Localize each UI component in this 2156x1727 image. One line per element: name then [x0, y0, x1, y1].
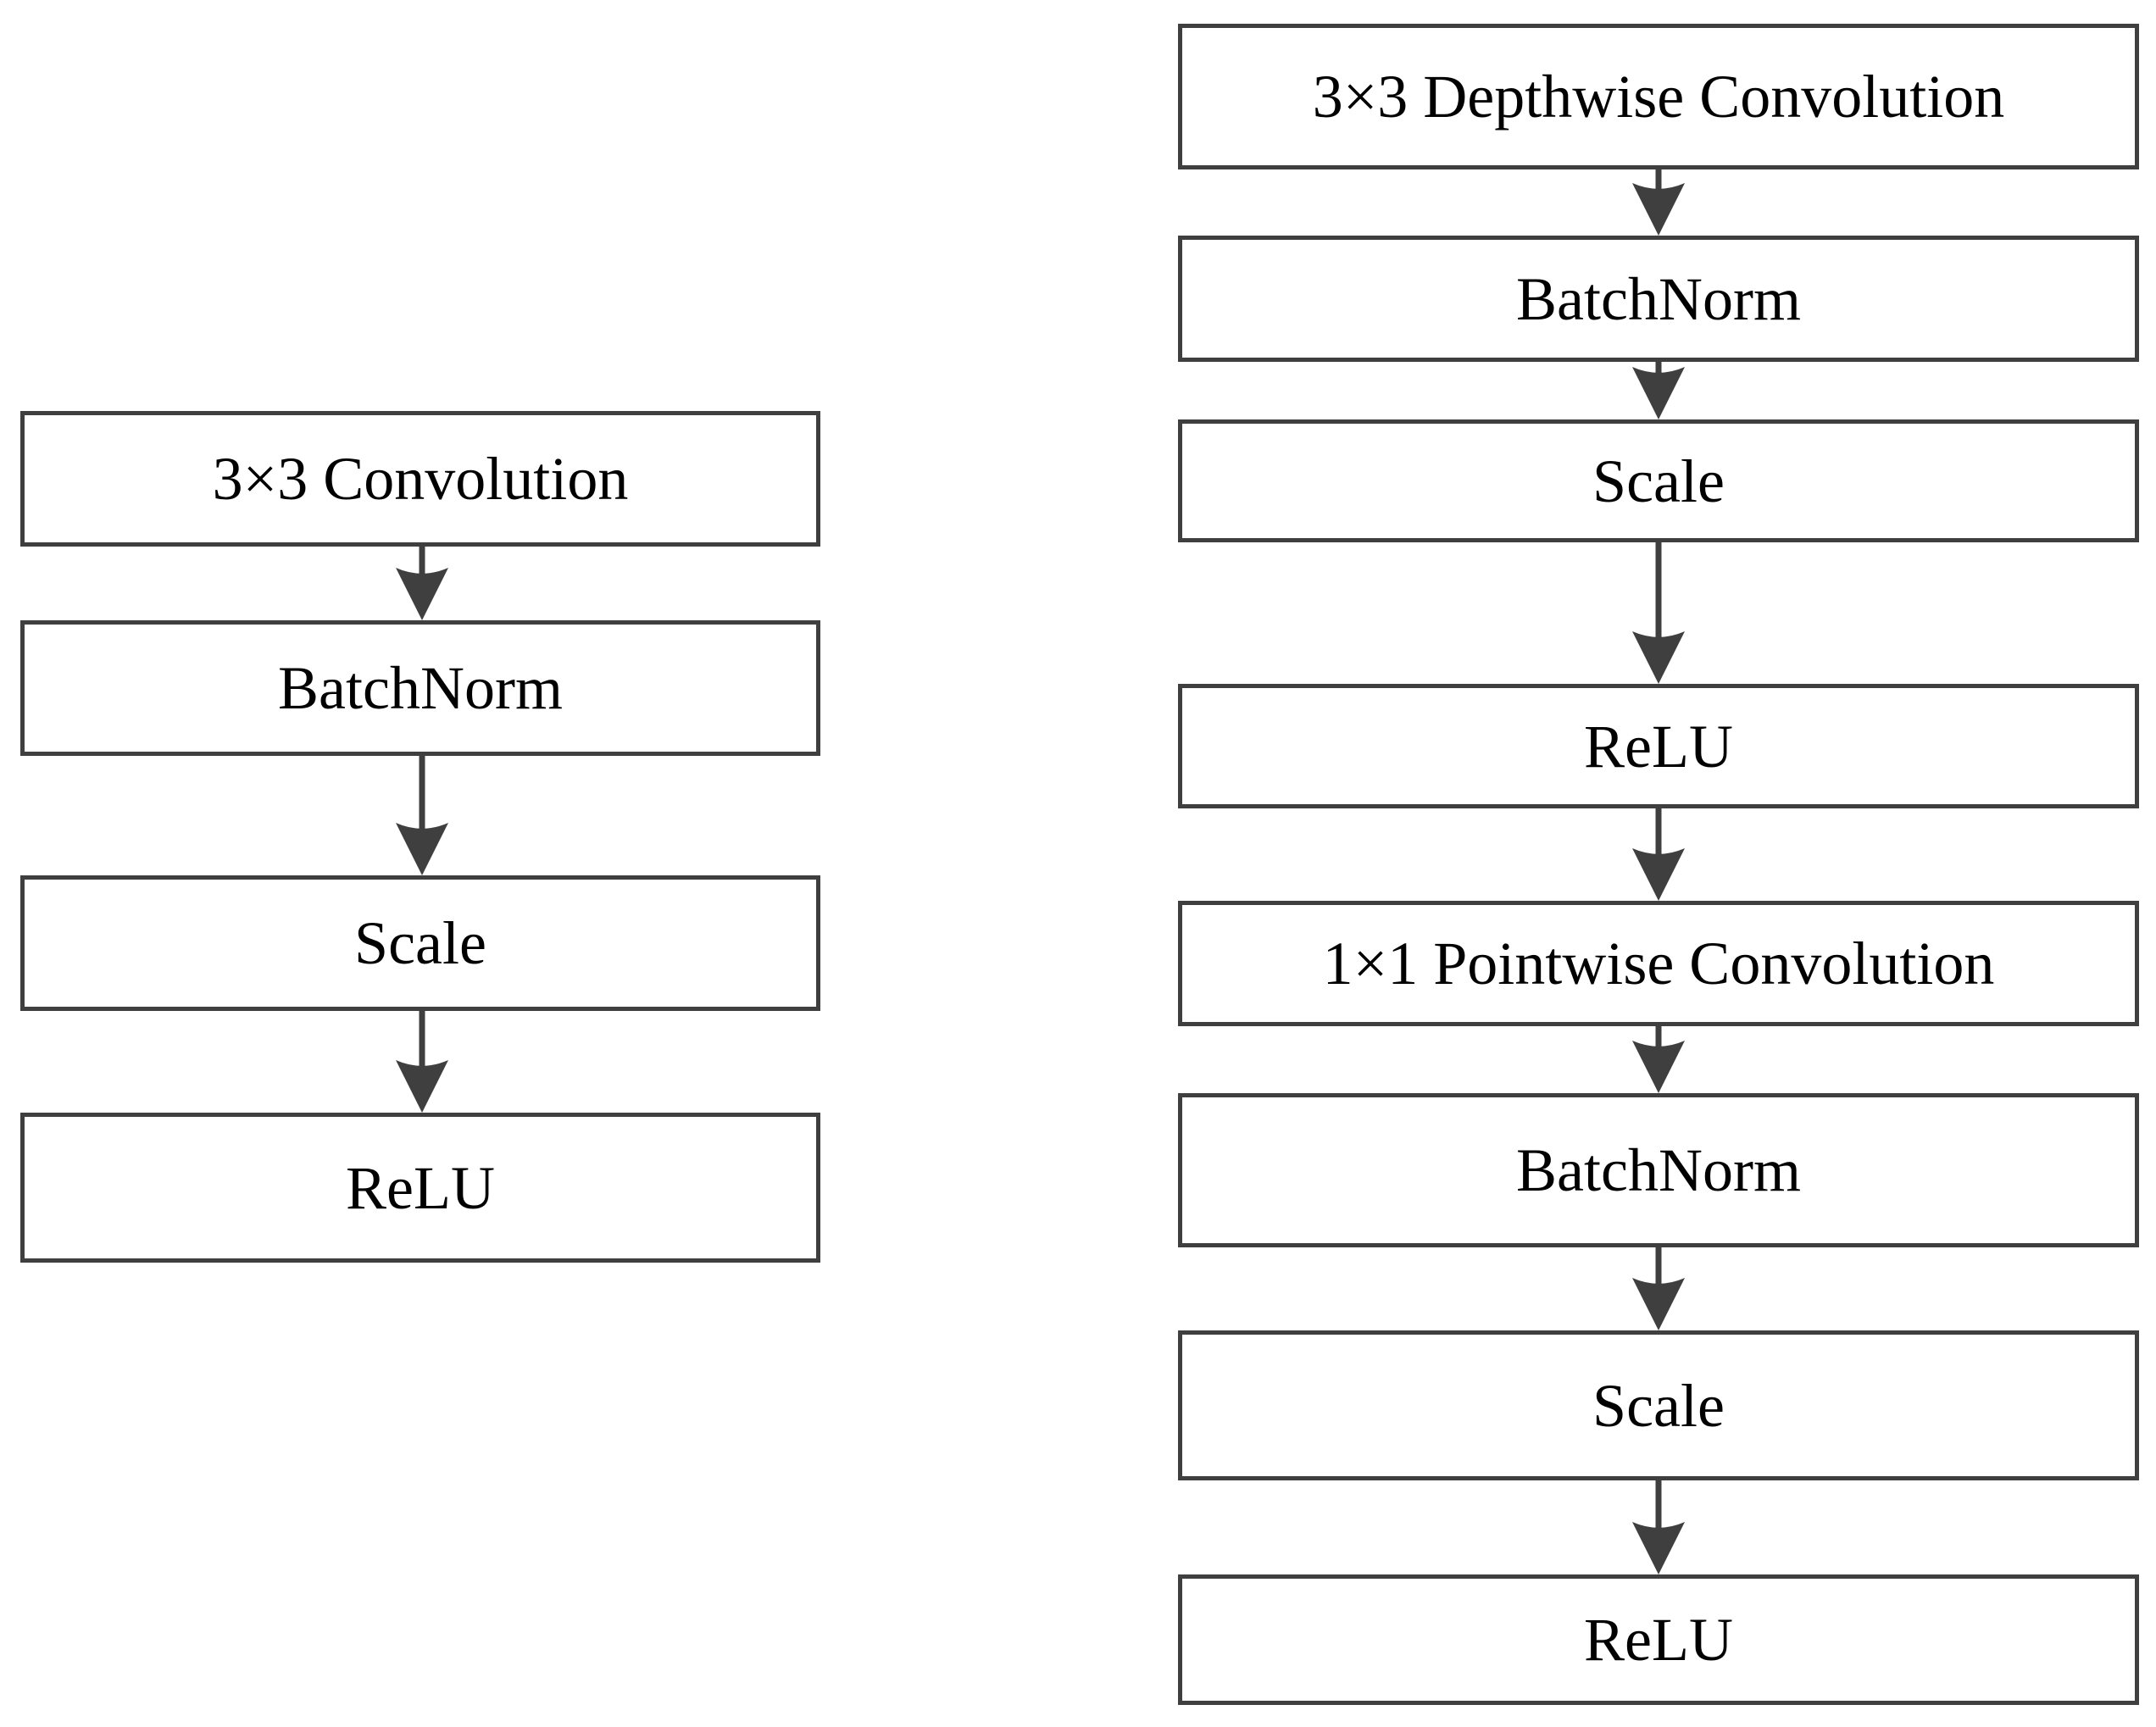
node-label-relu-3: ReLU [1584, 1606, 1733, 1674]
node-label-scale-3: Scale [1592, 1371, 1725, 1440]
arrow-pointwise-to-batchnorm-3 [1629, 1026, 1688, 1093]
node-label-batchnorm-2: BatchNorm [1516, 264, 1801, 333]
arrow-scale-1-to-relu-1 [392, 1011, 452, 1113]
arrow-conv3x3-to-batchnorm-1 [392, 547, 452, 620]
node-label-relu-1: ReLU [346, 1153, 495, 1222]
node-scale-2: Scale [1178, 419, 2139, 542]
node-label-conv3x3: 3×3 Convolution [212, 445, 629, 513]
node-batchnorm-2: BatchNorm [1178, 236, 2139, 362]
node-relu-1: ReLU [20, 1113, 820, 1263]
node-scale-1: Scale [20, 875, 820, 1011]
arrow-batchnorm-1-to-scale-1 [392, 756, 452, 875]
node-label-depthwise-conv3x3: 3×3 Depthwise Convolution [1312, 63, 2005, 130]
arrow-depthwise-to-batchnorm-2 [1629, 169, 1688, 236]
node-label-batchnorm-3: BatchNorm [1516, 1136, 1801, 1204]
node-label-relu-2: ReLU [1584, 712, 1733, 780]
arrow-relu-2-to-pointwise [1629, 808, 1688, 901]
node-batchnorm-1: BatchNorm [20, 620, 820, 756]
arrow-batchnorm-3-to-scale-3 [1629, 1247, 1688, 1330]
arrow-batchnorm-2-to-scale-2 [1629, 362, 1688, 419]
node-label-batchnorm-1: BatchNorm [278, 654, 563, 722]
node-relu-3: ReLU [1178, 1574, 2139, 1705]
node-label-scale-1: Scale [354, 909, 486, 977]
arrow-scale-3-to-relu-3 [1629, 1480, 1688, 1574]
arrow-scale-2-to-relu-2 [1629, 542, 1688, 684]
node-scale-3: Scale [1178, 1330, 2139, 1480]
node-pointwise-conv1x1: 1×1 Pointwise Convolution [1178, 901, 2139, 1026]
node-relu-2: ReLU [1178, 684, 2139, 808]
node-conv3x3: 3×3 Convolution [20, 411, 820, 547]
node-label-pointwise-conv1x1: 1×1 Pointwise Convolution [1322, 930, 1995, 997]
node-depthwise-conv3x3: 3×3 Depthwise Convolution [1178, 24, 2139, 169]
node-label-scale-2: Scale [1592, 447, 1725, 515]
node-batchnorm-3: BatchNorm [1178, 1093, 2139, 1247]
